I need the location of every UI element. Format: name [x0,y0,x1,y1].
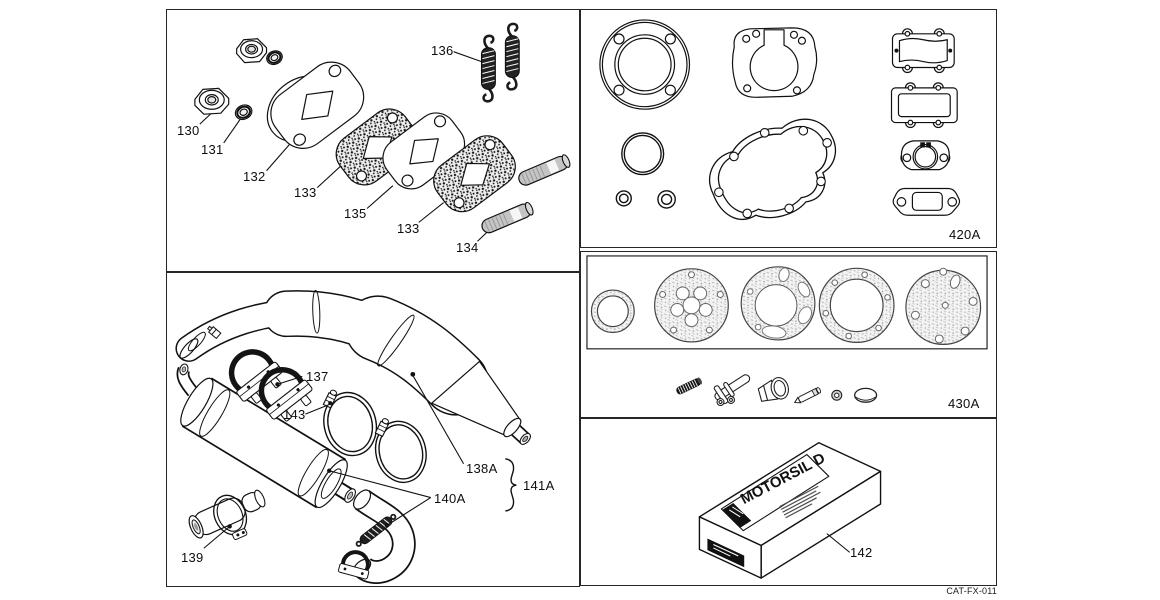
panel-sealant-box: MOTORSIL D 142 [580,418,997,586]
gasket-kit-diagram [586,255,988,407]
manifold-flange-icon [266,61,365,149]
washer-icon [266,50,283,66]
o-ring-icon [621,132,665,176]
carb-gasket-icon [900,140,951,171]
brand-logo-band [722,502,752,528]
part-label-138a: 138A [466,461,498,476]
exhaust-flange-gasket-icon [892,187,961,216]
o-ring-icon [657,190,676,209]
grommet-icon [831,389,843,401]
leader-dots [227,371,416,529]
part-label-140a: 140A [434,491,466,506]
front-label-band [707,538,745,568]
stud-icon [481,201,534,234]
sealant-box-diagram: MOTORSIL D [698,442,882,579]
elbow-pipe-icon [338,489,416,584]
round-gasket-icon [740,266,816,341]
part-label-142: 142 [850,545,873,560]
kit-code-430a: 430A [948,396,980,411]
washer-disc-icon [854,387,878,403]
part-label-143: 143 [283,407,306,422]
part-label-139: 139 [181,550,204,565]
box-fine-print-lines [779,485,821,519]
washer-icon [234,104,253,121]
lock-nut-icon [236,38,268,64]
part-label-134: 134 [456,240,479,255]
part-label-130: 130 [177,123,200,138]
silencer-support-icon [188,489,266,540]
part-label-141a: 141A [523,478,555,493]
round-gasket-icon [818,267,895,343]
manifold-diagram [194,22,571,242]
gasket-set-diagram [599,19,961,220]
panel-gasket-set-420a: 420A [580,9,997,248]
stud-icon [676,377,702,395]
saddle-clamp-icon [258,367,313,422]
expansion-chamber-icon [175,289,531,445]
exhaust-spring-icon [504,22,520,91]
panel-gasket-kit-430a: 430A [580,251,997,418]
leader-lines [199,51,497,242]
catalog-code: CAT-FX-011 [946,586,997,596]
reed-gasket-icon [890,82,958,129]
part-label-132: 132 [243,169,266,184]
exhaust-diagram [175,289,531,584]
round-gasket-icon [654,268,729,343]
reed-gasket-icon [891,28,955,74]
part-label-133b: 133 [397,221,420,236]
round-gasket-icon [590,289,635,334]
kit-code-420a: 420A [949,227,981,242]
base-gasket-icon [731,27,818,98]
stud-icon [518,154,571,186]
needle-pin-icon [793,387,822,404]
linkage-pin-icon [713,374,751,407]
part-label-133: 133 [294,185,317,200]
o-ring-icon [615,190,632,207]
exhaust-gasket-icon [433,135,516,213]
hose-clamp-icon [374,418,427,484]
cap-fitting-icon [757,377,789,402]
panel-exhaust-system: 137 143 138A 141A 140A 139 [166,272,580,587]
part-label-136: 136 [431,43,454,58]
part-label-131: 131 [201,142,224,157]
elbow-spring-icon [355,513,397,547]
lock-nut-icon [194,87,230,115]
cover-gasket-icon [709,118,837,220]
part-label-137: 137 [306,369,329,384]
exhaust-spring-icon [480,34,496,103]
head-gasket-icon [599,19,691,110]
brace-icon [505,458,517,512]
part-label-135: 135 [344,206,367,221]
leader-line [826,533,851,553]
leader-lines [203,375,465,549]
panel-exhaust-manifold: 130 131 132 133 135 133 134 136 [166,9,580,272]
round-gasket-icon [905,267,982,345]
silencer-icon [176,363,356,509]
